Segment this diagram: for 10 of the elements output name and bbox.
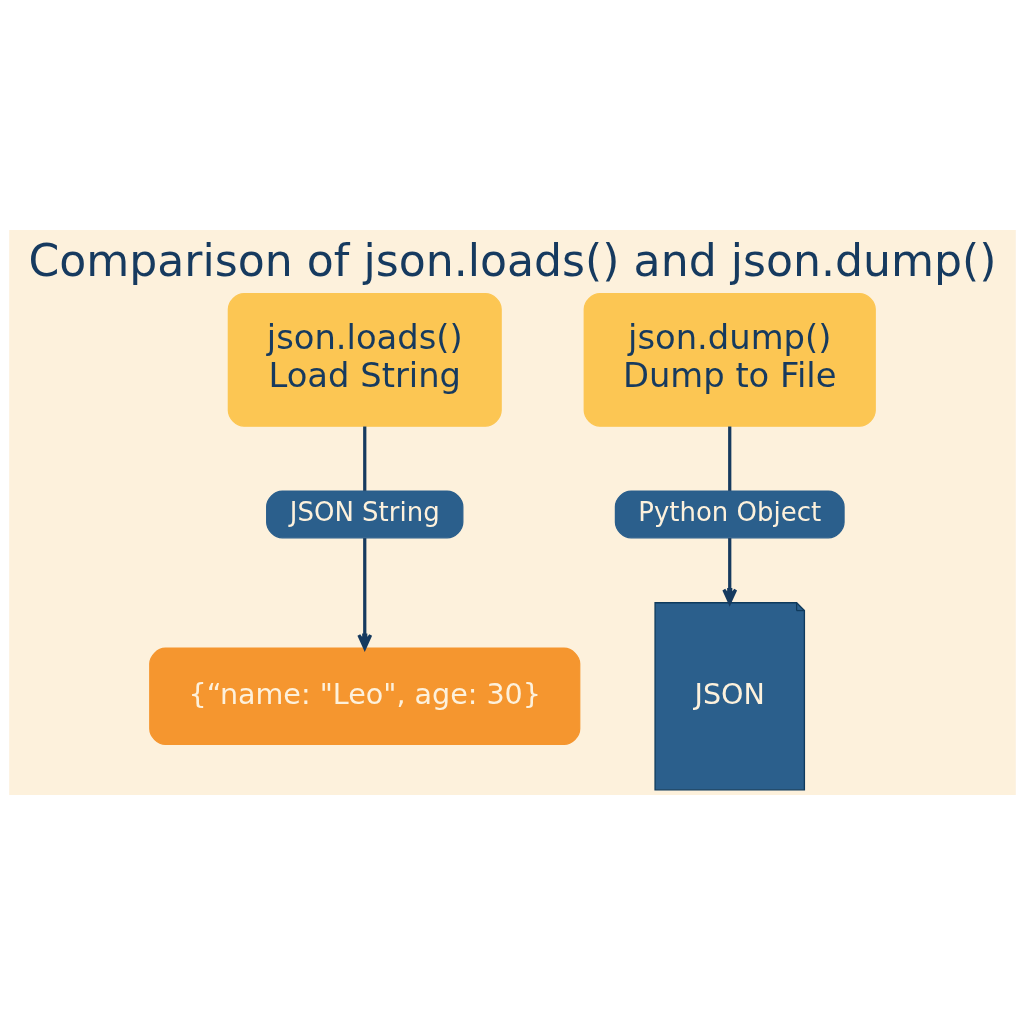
node-box: JSON String — [265, 489, 463, 538]
node-box: json.dump() Dump to File — [583, 292, 876, 427]
arrow — [721, 537, 737, 604]
diagram-title: Comparison of json.loads() and json.dump() — [27, 234, 997, 286]
node-box: {“name: "Leo", age: 30} — [148, 647, 580, 745]
connector — [727, 426, 731, 491]
arrow — [356, 537, 372, 650]
node-box: json.loads() Load String — [227, 292, 502, 427]
connector — [362, 426, 366, 491]
node-box: Python Object — [614, 489, 845, 538]
